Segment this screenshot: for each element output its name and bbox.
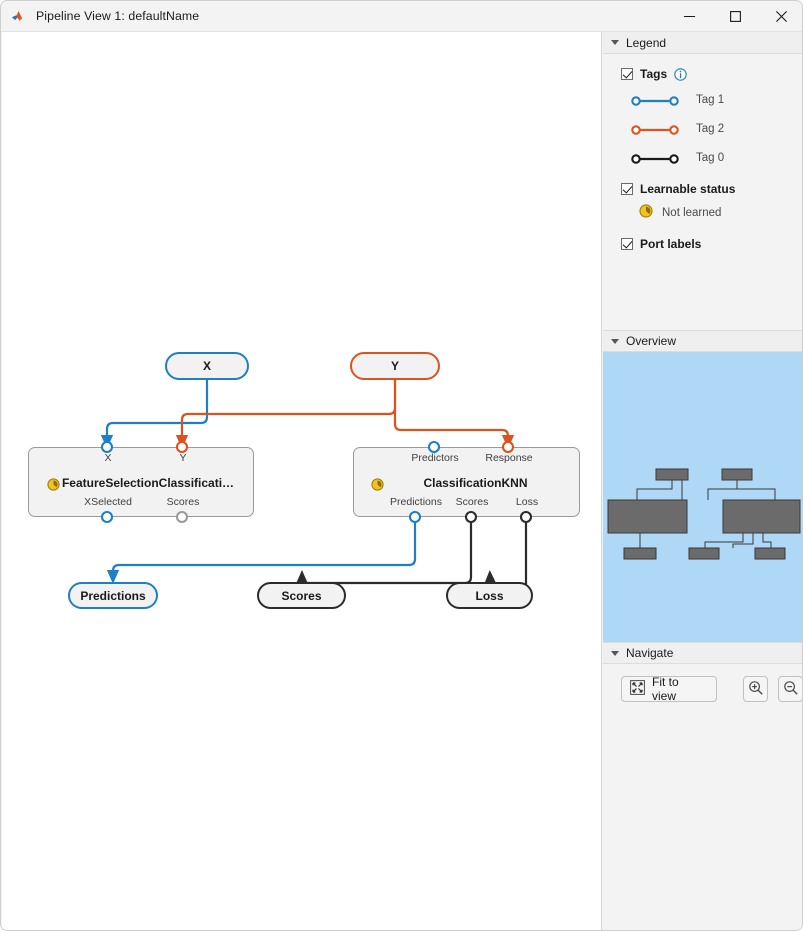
node-y-label: Y bbox=[390, 359, 399, 373]
port-label-out-loss: Loss bbox=[515, 496, 539, 508]
maximize-button[interactable] bbox=[712, 1, 758, 32]
wire-y-to-knn-response bbox=[393, 380, 515, 450]
node-predictions-label: Predictions bbox=[80, 588, 146, 603]
port-out-xselected bbox=[100, 510, 114, 524]
overview-minimap[interactable] bbox=[603, 352, 802, 642]
port-out-loss bbox=[519, 510, 533, 524]
not-learned-label: Not learned bbox=[662, 207, 722, 219]
legend-port-labels-row[interactable]: Port labels bbox=[603, 233, 802, 255]
navigate-body: Fit to view bbox=[603, 664, 802, 904]
port-label-in-predictors: Predictors bbox=[411, 452, 459, 464]
learnable-status-checkbox[interactable] bbox=[621, 183, 633, 195]
ports-featureselection bbox=[100, 440, 189, 524]
legend-header-label: Legend bbox=[626, 35, 667, 50]
zoom-in-button[interactable] bbox=[743, 676, 769, 702]
legend-tag-0: Tag 0 bbox=[603, 143, 802, 172]
window-title: Pipeline View 1: defaultName bbox=[36, 9, 200, 23]
chevron-down-icon bbox=[611, 338, 619, 344]
port-out-predictions bbox=[408, 510, 422, 524]
legend-section-header[interactable]: Legend bbox=[603, 32, 802, 54]
right-panel: Legend Tags bbox=[603, 32, 802, 930]
matlab-icon bbox=[11, 8, 27, 24]
port-label-out-xselected: XSelected bbox=[84, 496, 132, 508]
port-label-in-response: Response bbox=[485, 452, 533, 464]
info-icon[interactable] bbox=[674, 67, 687, 81]
navigate-header-label: Navigate bbox=[626, 646, 674, 660]
port-label-out-scores: Scores bbox=[455, 496, 489, 508]
overview-thumbnail bbox=[607, 468, 801, 560]
port-label-in-y: Y bbox=[179, 452, 187, 464]
clock-icon bbox=[47, 478, 60, 491]
fit-to-view-label: Fit to view bbox=[652, 675, 679, 703]
overview-header-label: Overview bbox=[626, 334, 677, 348]
zoom-out-icon bbox=[783, 680, 799, 699]
port-label-out-predictions: Predictions bbox=[390, 496, 442, 508]
wire-knn-predictions-to-output bbox=[106, 522, 417, 585]
zoom-in-icon bbox=[748, 680, 764, 699]
port-in-predictors bbox=[427, 440, 441, 454]
learnable-status-label: Learnable status bbox=[640, 182, 736, 196]
pipeline-canvas[interactable]: X Y FeatureSelectionClassificati… X Y XS… bbox=[2, 32, 602, 930]
port-in-y bbox=[175, 440, 189, 454]
tag-2-label: Tag 2 bbox=[696, 122, 725, 135]
legend-tag-2: Tag 2 bbox=[603, 114, 802, 143]
tag-1-swatch bbox=[631, 94, 679, 106]
port-labels-label: Port labels bbox=[640, 237, 702, 251]
overview-node bbox=[721, 468, 753, 481]
block-title-classificationknn: ClassificationKNN bbox=[423, 476, 528, 490]
overview-section-header[interactable]: Overview bbox=[603, 330, 802, 352]
node-predictions[interactable]: Predictions bbox=[68, 582, 158, 609]
clock-icon bbox=[371, 478, 384, 491]
wire-x-to-featuresel-x bbox=[100, 380, 209, 450]
tag-0-label: Tag 0 bbox=[696, 151, 725, 164]
overview-node bbox=[688, 547, 720, 560]
tags-label: Tags bbox=[640, 67, 668, 81]
overview-node bbox=[607, 499, 688, 534]
block-featureselectionclassification[interactable]: FeatureSelectionClassificati… X Y XSelec… bbox=[28, 447, 254, 517]
node-x-label: X bbox=[202, 359, 211, 373]
window-controls bbox=[666, 1, 802, 32]
tag-0-swatch bbox=[631, 152, 679, 164]
tag-2-swatch bbox=[631, 123, 679, 135]
navigate-controls: Fit to view bbox=[603, 675, 802, 703]
legend-tags-row[interactable]: Tags bbox=[603, 63, 802, 85]
ports-classificationknn bbox=[408, 440, 533, 524]
chevron-down-icon bbox=[611, 40, 619, 45]
node-loss-label: Loss bbox=[475, 588, 504, 603]
overview-node bbox=[754, 547, 786, 560]
port-label-out-scores: Scores bbox=[166, 496, 200, 508]
port-in-response bbox=[501, 440, 515, 454]
fit-to-view-button[interactable]: Fit to view bbox=[621, 675, 718, 703]
node-scores-label: Scores bbox=[281, 588, 322, 603]
navigate-section-header[interactable]: Navigate bbox=[603, 642, 802, 664]
overview-node bbox=[722, 499, 801, 534]
chevron-down-icon bbox=[611, 650, 619, 656]
port-in-x bbox=[100, 440, 114, 454]
block-title-featureselection: FeatureSelectionClassificati… bbox=[61, 476, 235, 490]
legend-body: Tags Tag 1 bbox=[603, 54, 802, 330]
fit-to-view-icon bbox=[630, 680, 645, 698]
title-bar: Pipeline View 1: defaultName bbox=[1, 1, 802, 32]
zoom-out-button[interactable] bbox=[778, 676, 802, 702]
tag-1-label: Tag 1 bbox=[696, 93, 725, 106]
legend-not-learned: Not learned bbox=[603, 200, 802, 226]
port-out-scores bbox=[175, 510, 189, 524]
node-x[interactable]: X bbox=[165, 352, 249, 380]
block-classificationknn[interactable]: ClassificationKNN Predictors Response Pr… bbox=[353, 447, 580, 517]
node-loss[interactable]: Loss bbox=[446, 582, 533, 609]
overview-node bbox=[655, 468, 689, 481]
node-scores[interactable]: Scores bbox=[257, 582, 346, 609]
clock-icon bbox=[639, 203, 653, 223]
minimize-button[interactable] bbox=[666, 1, 712, 32]
port-label-in-x: X bbox=[104, 452, 112, 464]
port-labels-checkbox[interactable] bbox=[621, 238, 633, 250]
legend-learnable-status-row[interactable]: Learnable status bbox=[603, 178, 802, 200]
close-button[interactable] bbox=[758, 1, 802, 32]
node-y[interactable]: Y bbox=[350, 352, 440, 380]
overview-node bbox=[623, 547, 657, 560]
tags-checkbox[interactable] bbox=[621, 68, 633, 80]
port-out-scores bbox=[464, 510, 478, 524]
legend-tag-1: Tag 1 bbox=[603, 85, 802, 114]
